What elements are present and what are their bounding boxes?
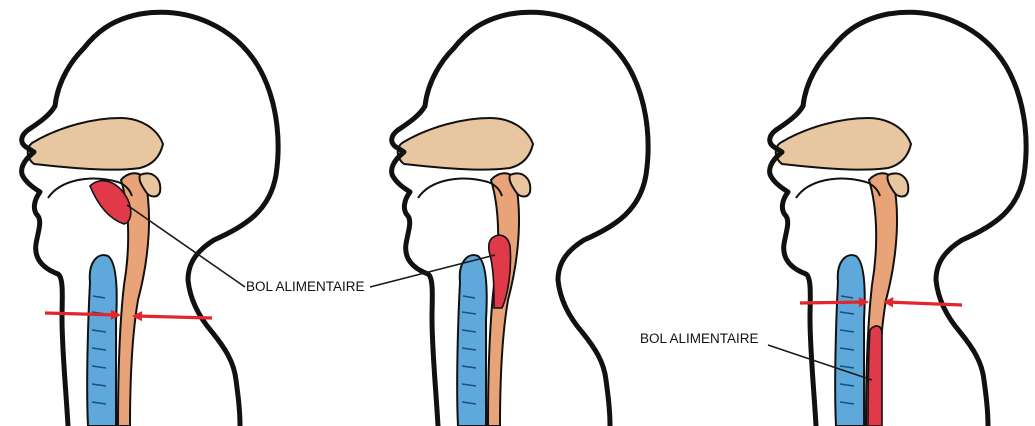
- arrow-left-3: [800, 302, 866, 303]
- bolus-3: [868, 326, 882, 426]
- panel-2: [370, 12, 648, 426]
- panel-1: [22, 12, 279, 426]
- panel-3: [768, 12, 1026, 426]
- arrow-right-3: [886, 302, 962, 305]
- arrow-left-1: [45, 313, 118, 315]
- arrow-right-1: [135, 316, 212, 318]
- bolus-label-1: BOL ALIMENTAIRE: [246, 279, 365, 294]
- bolus-label-3: BOL ALIMENTAIRE: [640, 331, 759, 346]
